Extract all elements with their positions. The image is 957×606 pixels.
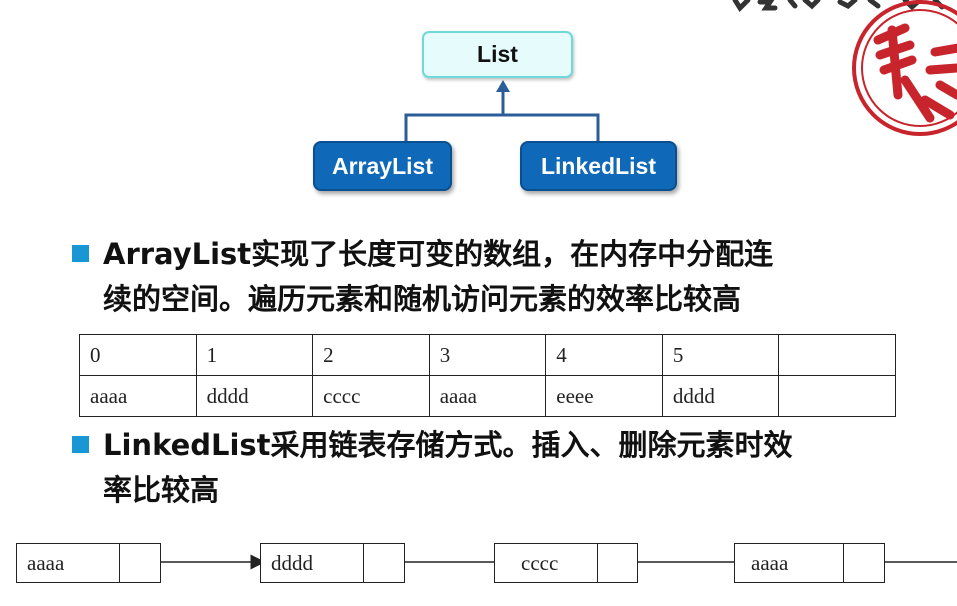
array-index-row: 0 1 2 3 4 5 xyxy=(79,334,896,376)
array-value-cell xyxy=(778,375,896,417)
bullet-text: ArrayList实现了长度可变的数组，在内存中分配连 续的空间。遍历元素和随机… xyxy=(103,237,774,316)
linked-list-node: dddd xyxy=(260,543,405,583)
linked-list-node-data: aaaa xyxy=(735,544,844,582)
bullet-linkedlist: LinkedList采用链表存储方式。插入、删除元素时效 率比较高 xyxy=(72,423,922,513)
arraylist-node-label: ArrayList xyxy=(332,152,433,179)
linked-list-node: aaaa xyxy=(734,543,885,583)
bullet-square-icon xyxy=(72,436,89,453)
list-node: List xyxy=(422,31,573,78)
linked-list-node-data: dddd xyxy=(261,544,364,582)
array-index-cell: 4 xyxy=(545,334,663,376)
linkedlist-node-label: LinkedList xyxy=(540,152,656,179)
array-value-cell: eeee xyxy=(545,375,663,417)
bullet-text: LinkedList采用链表存储方式。插入、删除元素时效 率比较高 xyxy=(103,428,793,507)
array-index-cell: 0 xyxy=(79,334,197,376)
array-value-cell: cccc xyxy=(312,375,430,417)
array-index-cell: 3 xyxy=(428,334,547,376)
array-value-cell: aaaa xyxy=(428,375,547,417)
linked-list-node-data: cccc xyxy=(495,544,598,582)
array-index-cell: 2 xyxy=(312,334,430,376)
array-index-cell: 5 xyxy=(661,334,780,376)
linked-list-node: cccc xyxy=(494,543,638,583)
list-node-label: List xyxy=(477,41,518,67)
array-value-row: aaaa dddd cccc aaaa eeee dddd xyxy=(79,375,896,417)
array-value-cell: dddd xyxy=(195,375,314,417)
array-value-cell: aaaa xyxy=(79,375,197,417)
linked-list-node-data: aaaa xyxy=(17,544,120,582)
inheritance-connector xyxy=(404,90,600,142)
bullet-square-icon xyxy=(72,245,89,262)
linkedlist-node: LinkedList xyxy=(520,141,677,191)
array-table: 0 1 2 3 4 5 aaaa dddd cccc aaaa eeee ddd… xyxy=(79,334,896,417)
inheritance-arrowhead xyxy=(496,80,510,92)
arraylist-node: ArrayList xyxy=(313,141,452,191)
linked-list-node: aaaa xyxy=(16,543,161,583)
bullet-arraylist: ArrayList实现了长度可变的数组，在内存中分配连 续的空间。遍历元素和随机… xyxy=(72,232,902,322)
array-index-cell xyxy=(778,334,896,376)
array-index-cell: 1 xyxy=(195,334,314,376)
array-value-cell: dddd xyxy=(661,375,780,417)
